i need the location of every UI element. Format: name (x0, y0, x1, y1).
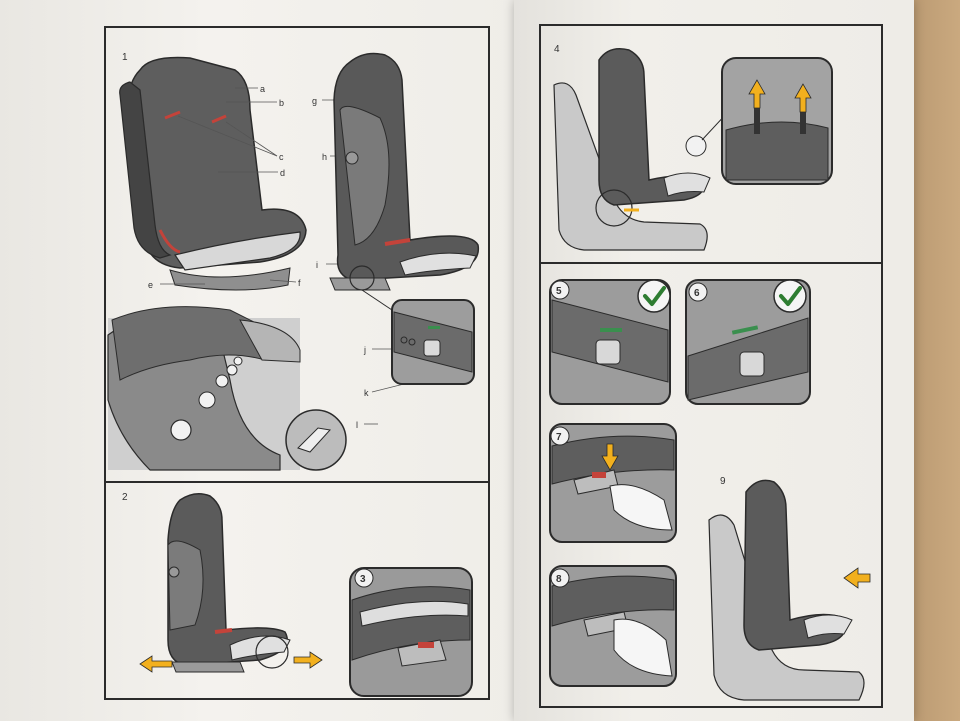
arrow-left-icon (140, 656, 172, 672)
right-page-illustrations: 5 6 7 (514, 0, 914, 721)
step3-detail-box: 3 (350, 568, 472, 696)
car-bench-scene (108, 307, 346, 470)
step-7-number: 7 (556, 432, 562, 443)
manual-right-page: 4 9 5 (514, 0, 914, 721)
step8-panel: 8 (550, 566, 676, 686)
step5-panel: 5 (550, 280, 670, 404)
seat-front-view (120, 58, 306, 291)
vehicle-seat-step4 (554, 49, 728, 250)
left-page-illustrations: 3 (0, 0, 522, 721)
arrow-left-icon (844, 568, 870, 588)
seat-side-view (330, 54, 478, 310)
step-3-number: 3 (360, 574, 366, 585)
arrow-right-icon (294, 652, 322, 668)
step-5-number: 5 (556, 286, 562, 297)
anchor-detail-box (722, 58, 832, 184)
seat-side-view-step2 (168, 494, 290, 672)
step7-panel: 7 (550, 424, 676, 542)
step6-panel: 6 (686, 280, 810, 404)
manual-left-page: 1 2 a b c d e f g h i j k l (0, 0, 522, 721)
step-8-number: 8 (556, 574, 562, 585)
vehicle-seat-step9 (709, 480, 870, 700)
isofix-detail-box (392, 300, 474, 384)
step-6-number: 6 (694, 288, 700, 299)
